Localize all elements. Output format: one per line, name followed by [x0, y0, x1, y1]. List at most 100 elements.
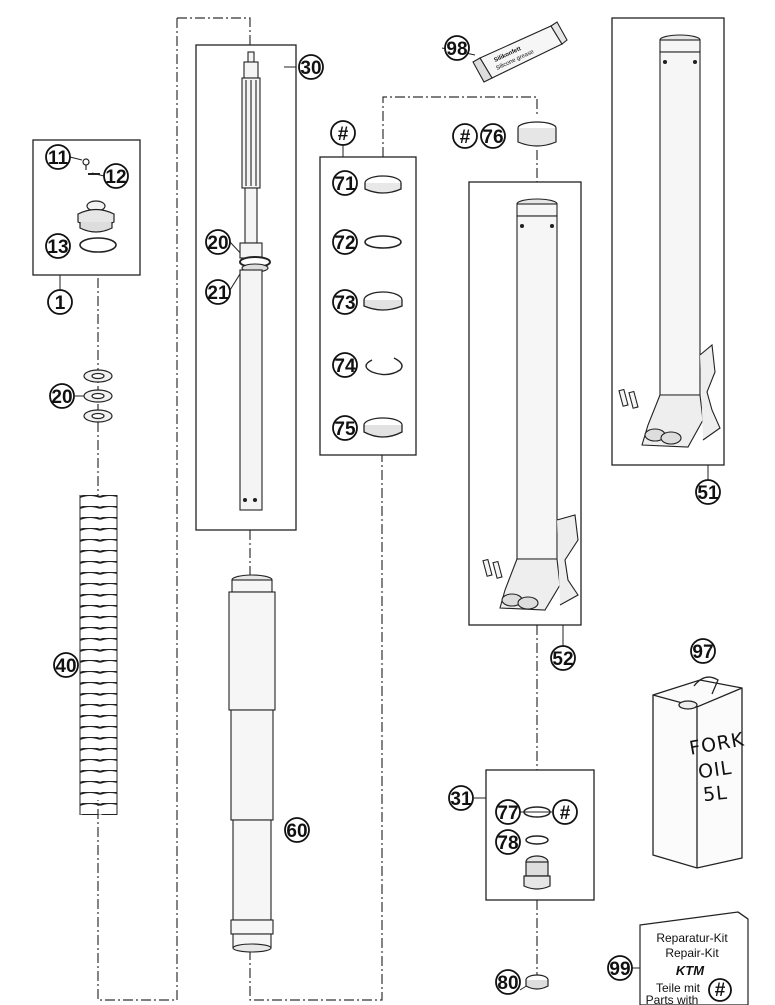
inner-tube-60 [228, 574, 276, 953]
callout-label-78: 78 [497, 833, 518, 854]
callout-75 [332, 415, 358, 441]
frame-outer-tube-right [611, 17, 725, 466]
repair-card-line3: Teile mit [656, 981, 701, 995]
o-ring-78-icon [525, 835, 549, 845]
ring-72-icon [364, 235, 402, 249]
callout-label-99-hash: # [715, 980, 726, 1001]
callout-label-kit-hash: # [338, 124, 349, 145]
callout-11 [45, 144, 71, 170]
callout-label-99: 99 [609, 959, 630, 980]
compression-assembly-31 [523, 806, 551, 890]
callout-74 [332, 352, 358, 378]
callout-99-hash [708, 978, 732, 1002]
bushing-71-icon [364, 183, 402, 194]
seal-80-icon [525, 974, 549, 990]
callout-label-73: 73 [334, 293, 355, 314]
seal-75-icon [363, 425, 403, 438]
screw-11-icon [82, 158, 90, 166]
repair-card-line4: Parts with [646, 993, 699, 1005]
bushing-76-icon [517, 121, 557, 147]
bushing-kit-parts [363, 175, 403, 438]
bushing-73-icon [363, 300, 403, 311]
circlip-74-icon [365, 357, 403, 376]
callout-77-hash [552, 799, 578, 825]
oil-can-line3: 5L [702, 782, 729, 806]
callout-label-31: 31 [450, 789, 472, 810]
damper-cartridge-30 [239, 51, 271, 511]
callout-label-20b: 20 [207, 233, 228, 254]
assembly-line-top [177, 17, 251, 45]
frame-bushing-kit [319, 156, 417, 456]
callout-label-20a: 20 [51, 387, 72, 408]
callout-72 [332, 229, 358, 255]
repair-card-line2: Repair-Kit [665, 946, 719, 960]
callout-circles [45, 35, 732, 1002]
frame-compression-assembly [485, 769, 595, 901]
callout-52 [550, 645, 576, 671]
o-ring-77-icon [523, 806, 551, 818]
callout-label-97: 97 [692, 642, 713, 663]
repair-card-text: Reparatur-Kit Repair-Kit KTM Teile mit P… [646, 931, 729, 1005]
callout-97 [690, 638, 716, 664]
callout-kit-hash [330, 120, 356, 146]
callout-71 [332, 170, 358, 196]
callout-label-76: 76 [482, 127, 503, 148]
callout-40 [53, 652, 79, 678]
oil-can-line2: OIL [697, 757, 734, 784]
callout-13 [45, 233, 71, 259]
washers-20 [83, 369, 113, 423]
callout-73 [332, 289, 358, 315]
callout-20-cartridge [205, 229, 231, 255]
callout-12 [103, 163, 129, 189]
callout-label-98: 98 [446, 39, 467, 60]
callout-77 [495, 799, 521, 825]
ktm-logo-icon: KTM [676, 963, 705, 978]
callout-98 [444, 35, 470, 61]
callout-label-12: 12 [105, 167, 126, 188]
frame-damper-cartridge [195, 44, 297, 531]
callout-label-40: 40 [55, 656, 76, 677]
outer-tube-51 [618, 34, 721, 448]
callout-1 [47, 289, 73, 315]
callout-label-76-hash: # [460, 127, 471, 148]
frame-outer-tube-left [468, 181, 582, 626]
callout-20-washers [49, 383, 75, 409]
frame-cap-assembly [32, 139, 141, 276]
callout-label-72: 72 [334, 233, 355, 254]
callout-label-13: 13 [47, 237, 68, 258]
assembly-line-left [97, 18, 178, 1001]
callout-21 [205, 279, 231, 305]
callout-76-hash [452, 123, 478, 149]
callout-label-21: 21 [207, 283, 229, 304]
callout-80 [495, 969, 521, 995]
assembly-line-kit [382, 96, 538, 157]
callout-label-77: 77 [497, 803, 518, 824]
o-ring-13-icon [79, 237, 117, 253]
callout-51 [695, 479, 721, 505]
callout-78 [495, 829, 521, 855]
callout-label-60: 60 [286, 821, 307, 842]
callout-label-74: 74 [334, 356, 356, 377]
fork-oil-can-icon [652, 676, 743, 869]
callout-60 [284, 817, 310, 843]
callout-label-80: 80 [497, 973, 518, 994]
assembly-lines [97, 17, 538, 1001]
callout-30 [298, 54, 324, 80]
callout-label-30: 30 [300, 58, 321, 79]
assembly-line-bottom [249, 455, 383, 1001]
fork-spring-40 [79, 495, 118, 815]
callout-label-52: 52 [552, 649, 573, 670]
callout-76 [480, 123, 506, 149]
callout-labels: 1 11 12 13 20 20 21 30 40 # 71 72 73 74 … [47, 39, 725, 1001]
outer-tube-52 [482, 198, 579, 611]
silicone-grease-tube-icon [472, 21, 568, 83]
callout-label-71: 71 [334, 174, 356, 195]
callout-99 [607, 955, 633, 981]
callout-31 [448, 785, 474, 811]
callout-label-51: 51 [697, 483, 719, 504]
group-frames [32, 17, 725, 901]
repair-card-line1: Reparatur-Kit [656, 931, 728, 945]
callout-label-75: 75 [334, 419, 356, 440]
